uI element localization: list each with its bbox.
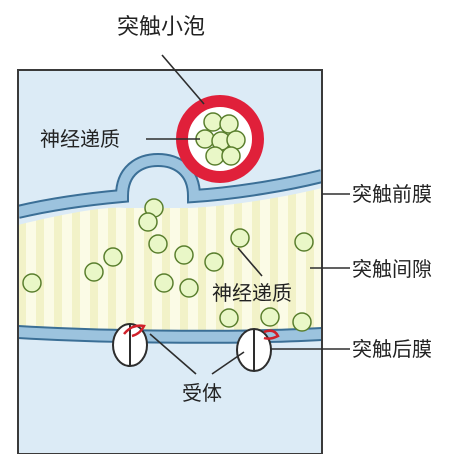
label-neurotransmitter-top: 神经递质: [40, 127, 120, 151]
synaptic-cleft-region: [18, 188, 322, 336]
leader-lines: [146, 54, 350, 375]
receptor-left: [112, 323, 148, 367]
label-cleft: 突触间隙: [352, 257, 432, 281]
label-presynaptic-membrane: 突触前膜: [352, 182, 432, 206]
cleft-neurotransmitters: [22, 228, 314, 332]
label-postsynaptic-membrane: 突触后膜: [352, 337, 432, 361]
receptor-right: [236, 328, 280, 372]
postsynaptic-cell-region: [18, 338, 322, 454]
label-vesicle: 突触小泡: [117, 15, 205, 40]
label-neurotransmitter-cleft: 神经递质: [212, 281, 292, 305]
fusing-vesicle-molecules: [138, 198, 164, 232]
label-receptor: 受体: [182, 381, 222, 405]
